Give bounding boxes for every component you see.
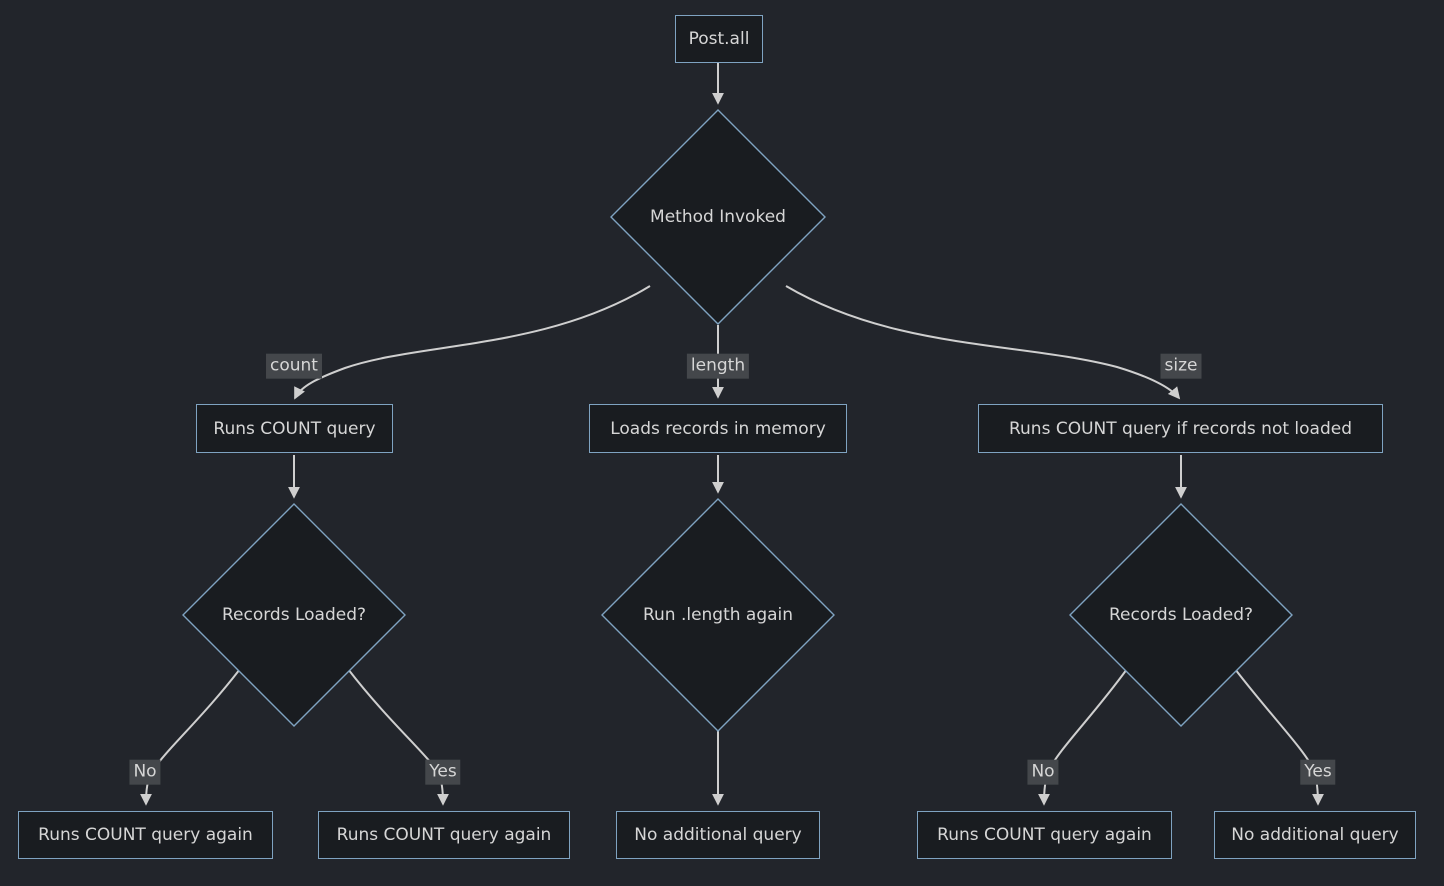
decision-records-loaded-right-label: Records Loaded? — [1108, 605, 1254, 625]
edge-label-size: size — [1160, 353, 1202, 379]
edge-label-length: length — [686, 353, 750, 379]
node-no-additional-query-mid: No additional query — [616, 811, 820, 859]
decision-records-loaded-right-shape — [1069, 503, 1293, 727]
node-runs-count-query-again-right: Runs COUNT query again — [917, 811, 1172, 859]
decision-method-invoked-shape — [610, 109, 826, 325]
edge-label-no-left: No — [129, 759, 161, 785]
node-runs-count-query-again-yes: Runs COUNT query again — [318, 811, 570, 859]
edge-method-to-count — [294, 285, 651, 400]
decision-run-length-again-label: Run .length again — [642, 605, 794, 625]
node-no-additional-query-right: No additional query — [1214, 811, 1416, 859]
decision-run-length-again-shape — [601, 498, 835, 732]
edge-method-to-size — [785, 285, 1181, 400]
decision-method-invoked-label: Method Invoked — [650, 207, 786, 227]
node-post-all: Post.all — [675, 15, 763, 63]
node-runs-count-query-again-no: Runs COUNT query again — [18, 811, 273, 859]
edge-label-yes-left: Yes — [425, 759, 461, 785]
edge-label-count: count — [266, 353, 322, 379]
decision-records-loaded-left-label: Records Loaded? — [221, 605, 367, 625]
edge-label-no-right: No — [1027, 759, 1059, 785]
node-runs-count-query-if-not-loaded: Runs COUNT query if records not loaded — [978, 404, 1383, 453]
decision-records-loaded-left-shape — [182, 503, 406, 727]
node-loads-records-in-memory: Loads records in memory — [589, 404, 847, 453]
node-runs-count-query: Runs COUNT query — [196, 404, 393, 453]
edge-label-yes-right: Yes — [1300, 759, 1336, 785]
